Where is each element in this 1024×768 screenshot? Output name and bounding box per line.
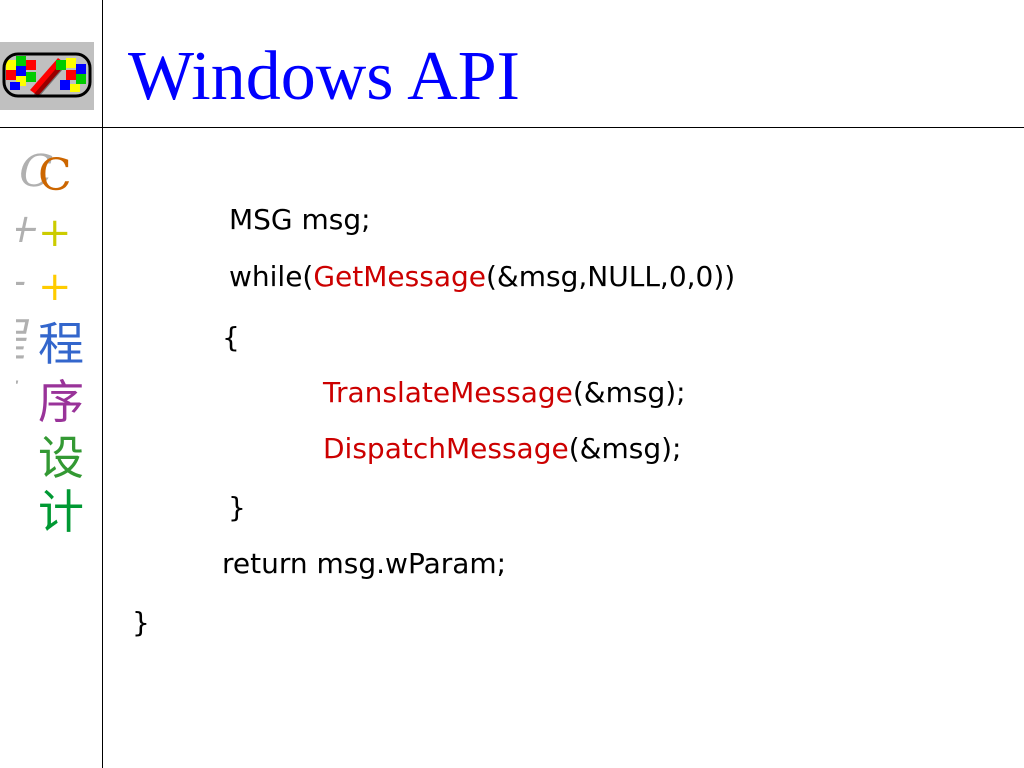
windows-logo-icon xyxy=(0,42,94,110)
code-line-2: while(GetMessage(&msg,NULL,0,0)) xyxy=(229,257,735,297)
code-line-4: TranslateMessage(&msg); xyxy=(323,373,686,413)
code-text: } xyxy=(228,491,246,524)
side-label-shadow: 程 xyxy=(16,313,35,366)
side-label-char: 程 xyxy=(38,317,84,371)
side-label-char: C xyxy=(38,150,72,201)
code-text: MSG msg; xyxy=(229,203,371,236)
code-text: } xyxy=(132,606,150,639)
code-text: while( xyxy=(229,260,314,293)
side-label-char: + xyxy=(38,210,72,256)
code-text: (&msg); xyxy=(572,376,686,409)
side-label-char: 序 xyxy=(38,375,84,429)
code-text: (&msg,NULL,0,0)) xyxy=(485,260,736,293)
side-label-char: + xyxy=(38,264,72,310)
side-label-char: 设 xyxy=(38,431,84,485)
side-label-shadow: + xyxy=(16,258,34,305)
horizontal-divider xyxy=(0,127,1024,128)
function-name: DispatchMessage xyxy=(323,432,569,465)
code-text: return msg.wParam; xyxy=(222,547,507,580)
side-course-label: CC++++程程序序设设计计 xyxy=(16,138,96,538)
code-text: { xyxy=(222,321,240,354)
code-text: (&msg); xyxy=(568,432,682,465)
slide-title: Windows API xyxy=(128,38,520,115)
code-line-8: } xyxy=(132,603,150,643)
code-line-7: return msg.wParam; xyxy=(222,544,506,584)
code-line-1: MSG msg; xyxy=(229,200,371,240)
code-line-6: } xyxy=(228,488,246,528)
code-line-5: DispatchMessage(&msg); xyxy=(323,429,681,469)
function-name: GetMessage xyxy=(313,260,486,293)
vertical-divider xyxy=(102,0,103,768)
code-line-3: { xyxy=(222,318,240,358)
side-label-shadow: 序 xyxy=(16,371,22,424)
side-label-char: 计 xyxy=(38,485,84,538)
function-name: TranslateMessage xyxy=(323,376,573,409)
